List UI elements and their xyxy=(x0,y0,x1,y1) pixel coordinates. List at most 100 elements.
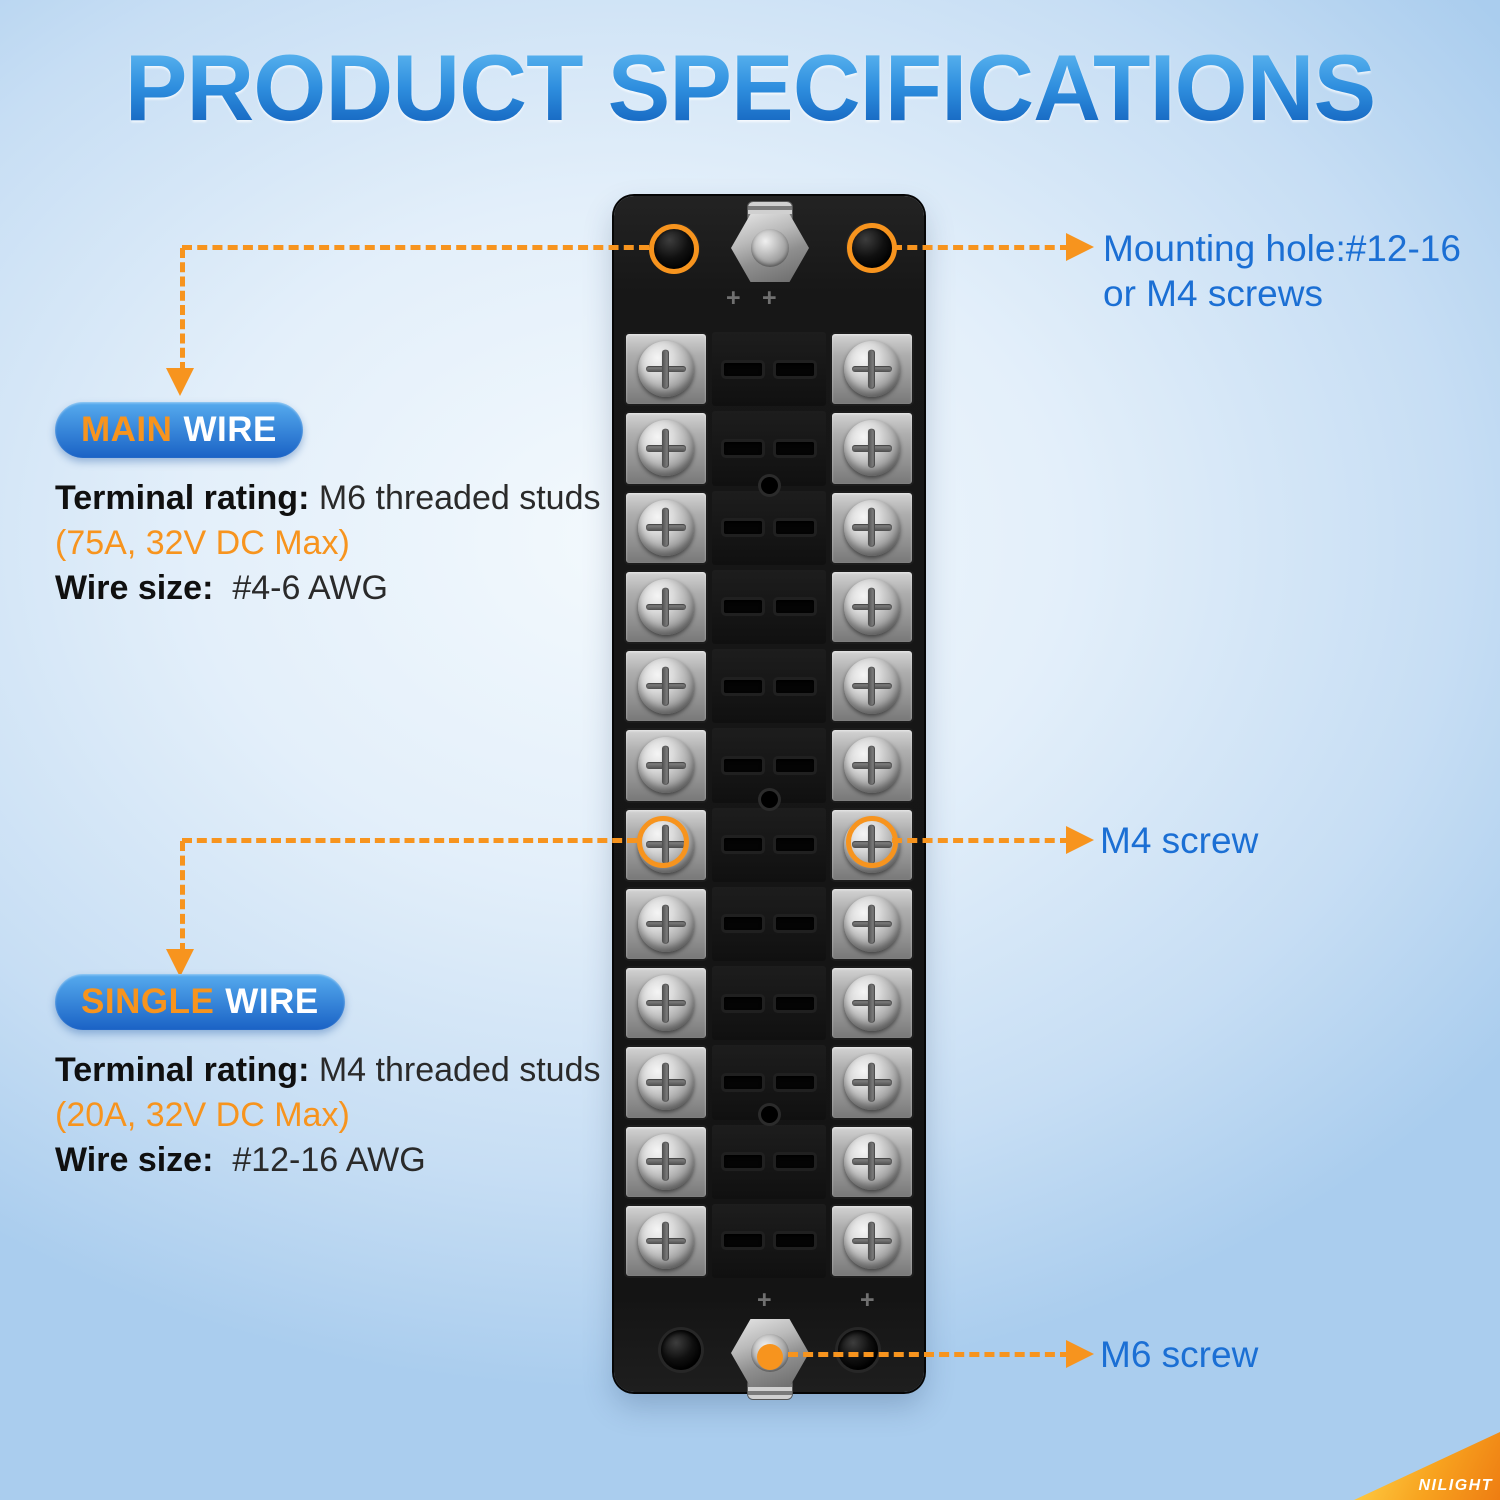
spec-wire-size: Wire size: #4-6 AWG xyxy=(55,569,388,608)
fuse-slot xyxy=(712,411,826,486)
fuse-slot-opening xyxy=(776,1155,814,1169)
page-title: PRODUCT SPECIFICATIONS xyxy=(0,34,1500,142)
badge-rest-text: WIRE xyxy=(183,410,277,449)
fuse-row xyxy=(624,490,914,565)
fuse-slot-opening xyxy=(776,917,814,931)
fuse-slot-opening xyxy=(724,1155,762,1169)
phillips-screw-icon xyxy=(844,499,900,556)
screw-terminal-left xyxy=(624,728,708,803)
arrow-down-icon xyxy=(166,949,194,977)
screw-terminal-left xyxy=(624,886,708,961)
fuse-slot xyxy=(712,649,826,724)
mounting-hole-label-line1: Mounting hole:#12-16 xyxy=(1103,228,1461,269)
rivet-dot xyxy=(761,477,778,494)
mounting-hole-bottom-left xyxy=(661,1330,701,1370)
spec-rating-detail: (75A, 32V DC Max) xyxy=(55,524,350,563)
main-wire-badge: MAIN WIRE xyxy=(55,402,303,458)
arrow-right-icon xyxy=(1066,233,1094,261)
spec-terminal-rating: Terminal rating: M4 threaded studs xyxy=(55,1051,601,1089)
spec-terminal-rating: Terminal rating: M6 threaded studs xyxy=(55,479,601,517)
fuse-slot-opening xyxy=(776,600,814,614)
badge-rest-text: WIRE xyxy=(225,982,319,1021)
fuse-slot xyxy=(712,1203,826,1278)
screw-terminal-left xyxy=(624,411,708,486)
fuse-row xyxy=(624,886,914,961)
mounting-hole-label-line2: or M4 screws xyxy=(1103,273,1323,315)
fuse-slot-opening xyxy=(724,362,762,376)
fuse-slot-opening xyxy=(776,758,814,772)
badge-accent-text: MAIN xyxy=(81,410,173,449)
phillips-screw-icon xyxy=(638,1054,694,1111)
mounting-hole-bottom-right xyxy=(838,1330,878,1370)
screw-terminal-left xyxy=(624,490,708,565)
fuse-slot xyxy=(712,966,826,1041)
fuse-row xyxy=(624,966,914,1041)
phillips-screw-icon xyxy=(638,341,694,398)
dashed-line xyxy=(892,245,1070,250)
dashed-line xyxy=(180,841,185,953)
highlight-dot-m6 xyxy=(757,1344,783,1370)
phillips-screw-icon xyxy=(844,737,900,794)
hex-nut-icon xyxy=(731,214,809,282)
fuse-slot-opening xyxy=(724,441,762,455)
fuse-slot-opening xyxy=(776,1234,814,1248)
screw-terminal-left xyxy=(624,332,708,407)
fuse-slot-opening xyxy=(776,996,814,1010)
dashed-line xyxy=(182,245,649,250)
fuse-slot-opening xyxy=(776,838,814,852)
screw-terminal-right xyxy=(830,728,914,803)
spec-rating-detail: (20A, 32V DC Max) xyxy=(55,1096,350,1135)
phillips-screw-icon xyxy=(638,895,694,952)
fuse-row xyxy=(624,728,914,803)
fuse-slot-opening xyxy=(724,917,762,931)
phillips-screw-icon xyxy=(844,895,900,952)
brand-logo-text: NILIGHT xyxy=(1418,1477,1493,1494)
phillips-screw-icon xyxy=(844,1054,900,1111)
rivet-dot xyxy=(761,791,778,808)
fuse-row xyxy=(624,411,914,486)
fuse-slot-opening xyxy=(724,758,762,772)
fuse-slot-opening xyxy=(724,838,762,852)
fuse-slot xyxy=(712,332,826,407)
fuse-slot xyxy=(712,569,826,644)
highlight-ring-mounting-left xyxy=(649,224,699,274)
dashed-line xyxy=(892,838,1070,843)
phillips-screw-icon xyxy=(844,1133,900,1190)
fuse-row xyxy=(624,1124,914,1199)
single-wire-specs: Terminal rating: M4 threaded studs (20A,… xyxy=(55,1048,600,1184)
fuse-slot-opening xyxy=(724,600,762,614)
fuse-slot-opening xyxy=(724,1234,762,1248)
fuse-slot xyxy=(712,807,826,882)
phillips-screw-icon xyxy=(638,975,694,1032)
phillips-screw-icon xyxy=(844,658,900,715)
screw-terminal-left xyxy=(624,649,708,724)
phillips-screw-icon xyxy=(844,975,900,1032)
fuse-slot xyxy=(712,1124,826,1199)
screw-terminal-left xyxy=(624,569,708,644)
fuse-slot-opening xyxy=(776,1075,814,1089)
fuse-row xyxy=(624,1203,914,1278)
phillips-screw-icon xyxy=(638,499,694,556)
screw-terminal-left xyxy=(624,966,708,1041)
fuse-slot xyxy=(712,886,826,961)
screw-terminal-right xyxy=(830,332,914,407)
fuse-row xyxy=(624,649,914,724)
phillips-screw-icon xyxy=(638,1212,694,1269)
dashed-line xyxy=(788,1352,1070,1357)
fuse-slot xyxy=(712,728,826,803)
main-wire-specs: Terminal rating: M6 threaded studs (75A,… xyxy=(55,476,600,612)
arrow-down-icon xyxy=(166,368,194,396)
screw-terminal-right xyxy=(830,490,914,565)
screw-terminal-right xyxy=(830,411,914,486)
screw-terminal-left xyxy=(624,1203,708,1278)
screw-terminal-right xyxy=(830,966,914,1041)
fuse-slot-opening xyxy=(776,362,814,376)
highlight-ring-mounting-right xyxy=(847,223,897,273)
phillips-screw-icon xyxy=(638,420,694,477)
dashed-line xyxy=(182,838,637,843)
m6-screw-label: M6 screw xyxy=(1100,1334,1259,1375)
m6-stud-top xyxy=(731,202,809,282)
fuse-rows xyxy=(624,332,914,1278)
fuse-slot-opening xyxy=(724,679,762,693)
